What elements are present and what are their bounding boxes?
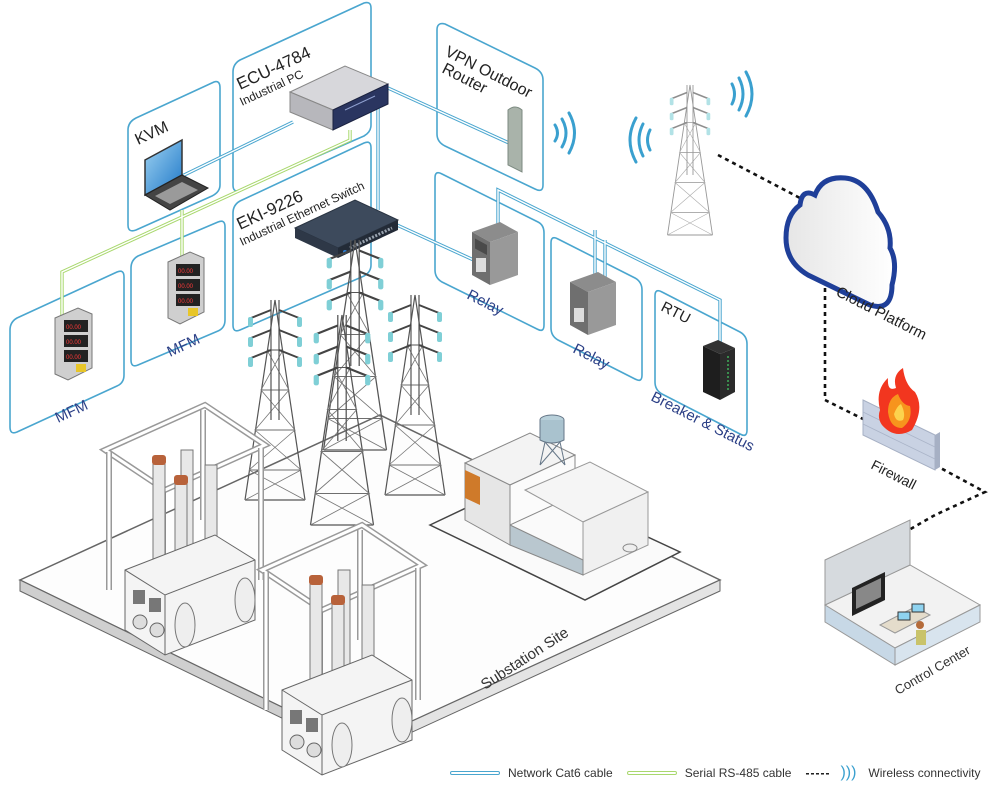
wireless-icon: ))) xyxy=(840,764,857,781)
mfm-label-2: MFM xyxy=(165,331,203,361)
zone-kvm xyxy=(127,80,221,232)
zone-vpn xyxy=(436,22,544,192)
wireless-icon-router xyxy=(553,111,576,155)
ethernet-switch-icon xyxy=(293,199,400,258)
mfm1-value-3: 00.00 xyxy=(66,355,82,361)
wireless-icon-tower-left xyxy=(628,116,652,164)
legend-item-wireless: ----- ))) Wireless connectivity xyxy=(805,764,980,782)
cat6-cable-swatch xyxy=(450,771,500,775)
wireless-icon-tower-right xyxy=(730,70,754,118)
zone-rtu xyxy=(654,289,748,437)
zone-eki xyxy=(232,141,372,332)
kvm-label: KVM xyxy=(133,119,172,149)
rs485-cable-swatch xyxy=(626,771,677,775)
industrial-pc-icon xyxy=(288,65,390,131)
mfm1-value-1: 00.00 xyxy=(66,325,82,331)
dotted-line-swatch: ----- xyxy=(805,766,831,780)
transmission-tower-4 xyxy=(309,313,375,527)
firewall-label: Firewall xyxy=(869,456,919,492)
relay-icon-2 xyxy=(570,272,616,335)
relay-label-1: Relay xyxy=(464,286,506,319)
transmission-tower-2 xyxy=(322,238,388,452)
legend-label-cat6: Network Cat6 cable xyxy=(508,766,613,780)
breaker-status-label: Breaker & Status xyxy=(648,388,757,455)
relay-icon-1 xyxy=(472,222,518,285)
rtu-icon xyxy=(703,340,735,400)
transmission-tower-3 xyxy=(384,294,446,496)
zone-mfm2 xyxy=(130,220,226,367)
cloud-platform-icon xyxy=(783,175,898,309)
transmission-tower-1 xyxy=(244,299,306,501)
zone-relay1 xyxy=(434,171,545,332)
mfm2-value-2: 00.00 xyxy=(178,284,194,290)
control-building xyxy=(428,414,682,601)
mfm2-value-1: 00.00 xyxy=(178,269,194,275)
wireless-tower-icon xyxy=(666,84,714,236)
legend-item-rs485: Serial RS-485 cable xyxy=(626,766,792,780)
legend-label-wireless: Wireless connectivity xyxy=(868,766,981,780)
laptop-icon xyxy=(143,138,210,211)
vpn-router-icon xyxy=(507,106,523,173)
firewall-icon xyxy=(862,368,940,471)
mfm-label-1: MFM xyxy=(53,397,91,427)
relay-label-2: Relay xyxy=(570,340,612,373)
control-center-icon xyxy=(823,519,982,666)
mfm-meter-icon-2: 00.00 00.00 00.00 xyxy=(167,251,205,325)
zone-relay2 xyxy=(550,236,643,382)
legend-label-rs485: Serial RS-485 cable xyxy=(684,766,792,780)
mfm-meter-icon-1: 00.00 00.00 00.00 xyxy=(54,307,93,381)
mfm2-value-3: 00.00 xyxy=(178,299,194,305)
legend-item-cat6: Network Cat6 cable xyxy=(450,766,613,780)
zone-mfm1 xyxy=(9,270,125,434)
mfm1-value-2: 00.00 xyxy=(66,340,82,346)
rtu-label: RTU xyxy=(658,298,693,327)
legend: Network Cat6 cable Serial RS-485 cable -… xyxy=(450,762,994,784)
